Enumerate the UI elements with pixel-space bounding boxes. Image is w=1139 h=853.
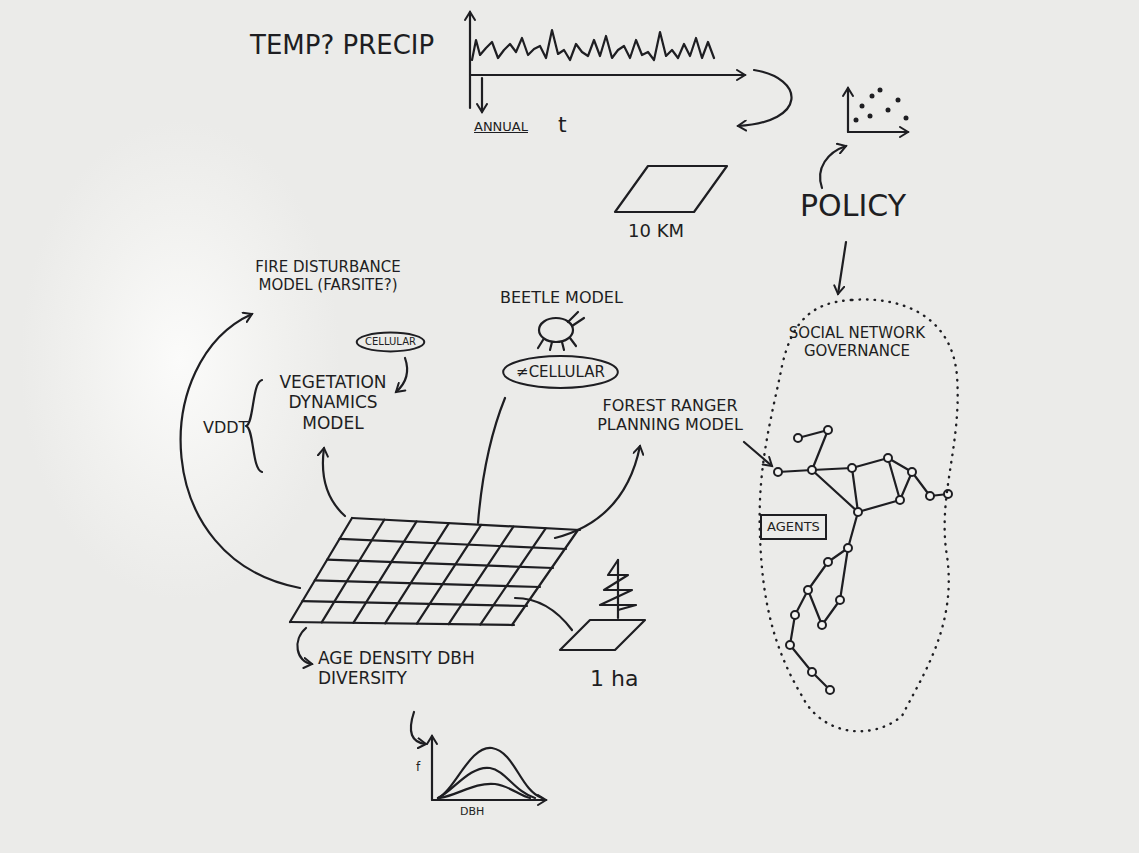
agents-box: AGENTS: [760, 514, 827, 540]
attribute-label: AGE DENSITY DBH DIVERSITY: [318, 648, 486, 689]
axis-label: f: [416, 760, 420, 774]
time-step-label-text: ANNUAL: [474, 119, 528, 134]
scale-label-text: 1 ha: [590, 666, 638, 691]
model-label-text: BEETLE MODEL: [500, 288, 623, 307]
circled-note: ≠CELLULAR: [502, 355, 619, 389]
axis-label-text: DBH: [460, 805, 484, 818]
model-label-text: VDDT: [203, 418, 248, 437]
network-region: SOCIAL NETWORK GOVERNANCE AGENTS: [752, 296, 962, 736]
region-heading: SOCIAL NETWORK GOVERNANCE: [775, 324, 939, 360]
model-label-text: FOREST RANGER PLANNING MODEL: [597, 396, 743, 434]
model-label: VDDT: [203, 418, 248, 437]
model-label-text: FIRE DISTURBANCE MODEL (FARSITE?): [255, 258, 401, 294]
attribute-label-text: AGE DENSITY DBH DIVERSITY: [318, 648, 475, 688]
scale-label: 10 KM: [628, 220, 684, 242]
axis-title: TEMP? PRECIP: [250, 30, 434, 61]
heading-label: POLICY: [800, 188, 906, 224]
dotted-outline: [752, 296, 962, 736]
model-label-text: VEGETATION DYNAMICS MODEL: [279, 372, 386, 433]
scale-label-text: 10 KM: [628, 220, 684, 241]
axis-label: DBH: [460, 805, 484, 818]
heading-label-text: POLICY: [800, 188, 906, 223]
axis-title-text: TEMP? PRECIP: [250, 30, 434, 60]
axis-label-text: t: [558, 112, 567, 137]
axis-label-text: f: [416, 760, 420, 774]
model-label: FOREST RANGER PLANNING MODEL: [594, 396, 746, 434]
circled-note: CELLULAR: [356, 332, 425, 352]
model-label: FIRE DISTURBANCE MODEL (FARSITE?): [238, 258, 418, 294]
axis-label: t: [558, 112, 567, 138]
node-text: ≠CELLULAR: [516, 363, 605, 381]
scale-label: 1 ha: [590, 666, 638, 692]
node-text: CELLULAR: [365, 336, 416, 348]
model-label: VEGETATION DYNAMICS MODEL: [268, 372, 398, 433]
time-step-label: ANNUAL: [474, 119, 528, 135]
model-label: BEETLE MODEL: [500, 288, 623, 307]
node-text: AGENTS: [767, 519, 820, 535]
